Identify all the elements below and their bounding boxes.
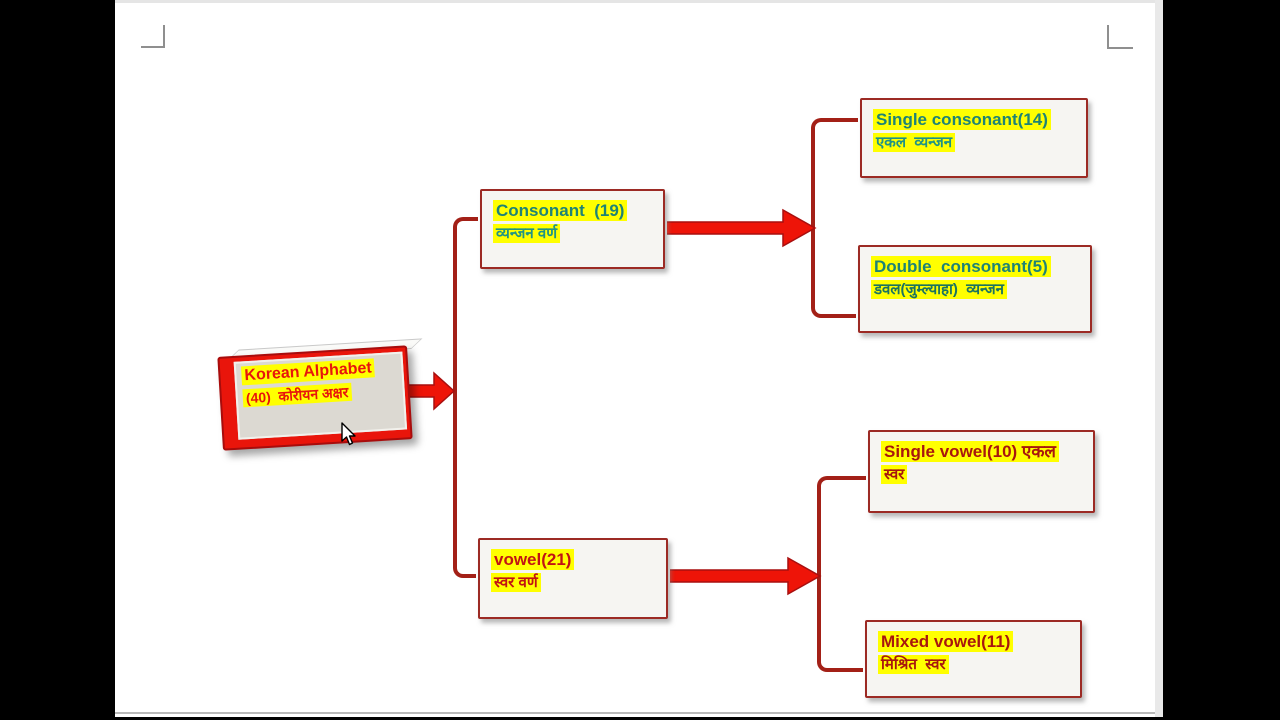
node-mixed-vowel-subtitle: मिश्रित स्वर [878,655,949,675]
arrow-vowel [662,556,822,596]
node-korean-alphabet: Korean Alphabet (40) कोरीयन अक्षर [217,338,423,451]
node-single-vowel-title: Single vowel(10) एकल [881,441,1059,462]
connector-root-to-level1 [453,217,481,578]
node-single-vowel: Single vowel(10) एकल स्वर [868,430,1095,513]
node-single-consonant-title: Single consonant(14) [873,109,1051,130]
page-bottom-edge [115,712,1155,714]
screen-bottom-bar [0,717,1280,720]
node-consonant: Consonant (19) व्यन्जन वर्ण [480,189,665,269]
node-mixed-vowel-title: Mixed vowel(11) [878,631,1014,652]
node-mixed-vowel: Mixed vowel(11) मिश्रित स्वर [865,620,1082,698]
root-subtitle: (40) कोरीयन अक्षर [242,382,352,408]
corner-mark-right [1107,47,1133,49]
node-consonant-title: Consonant (19) [493,200,628,221]
connector-vowel-children [817,476,868,672]
arrow-consonant [662,208,817,248]
node-consonant-subtitle: व्यन्जन वर्ण [493,224,561,244]
page-top-edge [115,0,1163,3]
node-single-consonant: Single consonant(14) एकल व्यन्जन [860,98,1088,178]
node-double-consonant-subtitle: डवल(जुम्ल्याहा) व्यन्जन [871,280,1007,300]
node-vowel: vowel(21) स्वर वर्ण [478,538,668,619]
root-title: Korean Alphabet [240,358,376,386]
node-vowel-title: vowel(21) [491,549,575,570]
node-root-face: Korean Alphabet (40) कोरीयन अक्षर [233,351,408,440]
node-vowel-subtitle: स्वर वर्ण [491,573,541,593]
node-single-vowel-subtitle: स्वर [881,465,908,485]
corner-mark-left [163,25,165,48]
mouse-cursor-icon [341,422,356,446]
node-double-consonant: Double consonant(5) डवल(जुम्ल्याहा) व्यन… [858,245,1092,333]
node-single-consonant-subtitle: एकल व्यन्जन [873,133,956,153]
corner-mark-left [141,46,165,48]
node-double-consonant-title: Double consonant(5) [871,256,1051,277]
page-right-edge [1155,0,1163,720]
corner-mark-right [1107,25,1109,49]
connector-consonant-children [811,118,860,318]
